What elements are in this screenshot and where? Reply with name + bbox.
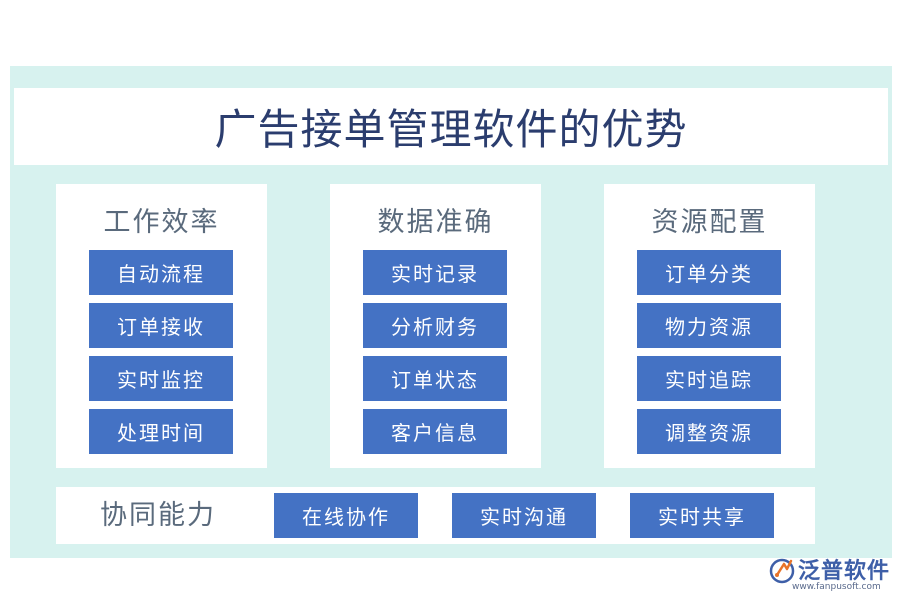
column-item: 实时监控 (89, 356, 233, 401)
collaboration-item: 实时共享 (630, 493, 774, 538)
fanpu-logo-icon (769, 558, 795, 584)
brand-logo: 泛普软件 www.fanpusoft.com (768, 553, 894, 595)
column-item: 调整资源 (637, 409, 781, 454)
column-item: 客户信息 (363, 409, 507, 454)
collaboration-item: 在线协作 (274, 493, 418, 538)
column-resource-allocation: 资源配置 订单分类 物力资源 实时追踪 调整资源 (604, 184, 815, 468)
column-work-efficiency: 工作效率 自动流程 订单接收 实时监控 处理时间 (56, 184, 267, 468)
collaboration-row: 协同能力 在线协作 实时沟通 实时共享 (56, 487, 815, 544)
column-item: 实时记录 (363, 250, 507, 295)
column-item: 处理时间 (89, 409, 233, 454)
collaboration-heading: 协同能力 (100, 500, 216, 531)
title-bar: 广告接单管理软件的优势 (14, 88, 888, 165)
column-heading: 工作效率 (103, 207, 220, 238)
column-data-accuracy: 数据准确 实时记录 分析财务 订单状态 客户信息 (330, 184, 541, 468)
column-heading: 资源配置 (651, 207, 768, 238)
column-item: 订单状态 (363, 356, 507, 401)
diagram-title: 广告接单管理软件的优势 (214, 105, 688, 154)
collaboration-item: 实时沟通 (452, 493, 596, 538)
column-heading: 数据准确 (377, 207, 494, 238)
logo-name: 泛普软件 (798, 559, 891, 584)
column-item: 实时追踪 (637, 356, 781, 401)
logo-url: www.fanpusoft.com (792, 582, 881, 592)
column-item: 物力资源 (637, 303, 781, 348)
column-item: 分析财务 (363, 303, 507, 348)
column-item: 订单接收 (89, 303, 233, 348)
column-item: 自动流程 (89, 250, 233, 295)
column-item: 订单分类 (637, 250, 781, 295)
